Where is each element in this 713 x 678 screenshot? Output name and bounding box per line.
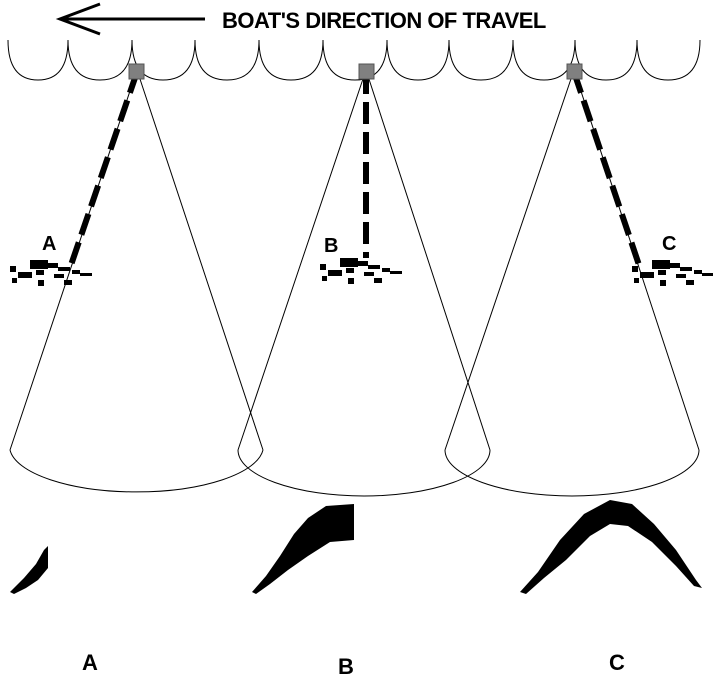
- echo-label-c: C: [609, 650, 625, 675]
- fish-label-b: B: [324, 235, 338, 257]
- range-line-a: [68, 71, 140, 266]
- echo-arch-a: [10, 546, 48, 594]
- echo-arch-b: [252, 504, 354, 594]
- range-line-c: [571, 71, 643, 269]
- direction-header: BOAT'S DIRECTION OF TRAVEL: [55, 2, 546, 36]
- sonar-cone-b: [237, 69, 491, 497]
- transducer-icon: [128, 63, 145, 80]
- fish-label-a: A: [42, 233, 56, 255]
- transducer-icon: [358, 63, 375, 80]
- fish-icon: [10, 260, 92, 286]
- left-arrow-icon: [55, 2, 205, 36]
- direction-title: BOAT'S DIRECTION OF TRAVEL: [222, 8, 546, 33]
- echo-label-b: B: [338, 654, 354, 678]
- echo-label-a: A: [82, 650, 98, 675]
- fish-icon: [320, 258, 402, 284]
- sonar-cone-a: [9, 69, 264, 493]
- water-surface: [7, 39, 701, 81]
- fish-label-c: C: [662, 233, 676, 255]
- fish-icon: [632, 260, 713, 286]
- transducer-icon: [566, 63, 583, 80]
- echo-arch-c: [520, 500, 702, 594]
